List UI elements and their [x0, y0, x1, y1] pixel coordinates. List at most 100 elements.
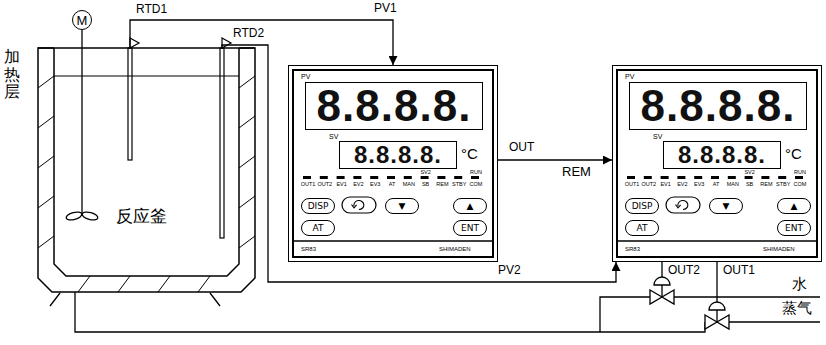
indicator-label: EV3 [694, 182, 704, 188]
indicator-label: COM [794, 182, 807, 188]
display-digits: 8.8.8.8. [354, 143, 442, 167]
indicator-label: EV3 [370, 182, 380, 188]
port-label: REM [562, 165, 591, 179]
vessel-wall [78, 276, 210, 292]
medium-label: 水 [792, 276, 807, 293]
indicator-label: STBY [452, 182, 466, 188]
model-label: SR83 [625, 246, 640, 252]
sensor-label: RTD2 [233, 27, 264, 40]
motor-label: M [77, 14, 88, 27]
brand-label: SHIMADEN [439, 246, 471, 252]
button-label: ▼ [399, 202, 406, 211]
rtd-flag [130, 38, 139, 48]
propeller-blade [81, 211, 98, 222]
indicator-label: OUT1 [301, 182, 316, 188]
button-label: ENT [785, 224, 803, 233]
display-label: PV [625, 73, 634, 80]
vessel-wall [54, 48, 239, 276]
button-label: ENT [461, 224, 479, 233]
indicator-label: REM [436, 182, 448, 188]
panel-button: ENT [777, 220, 811, 236]
vessel-wall [38, 76, 54, 248]
controller-panel [293, 70, 493, 257]
unit-label: °C [785, 146, 802, 161]
agitator [65, 30, 98, 221]
button-label: AT [637, 224, 648, 233]
sv-display: 8.8.8.8. [339, 141, 457, 169]
panel-button: DISP [301, 198, 335, 214]
vessel-outline [38, 48, 255, 293]
panel-button: ▲ [453, 198, 487, 214]
return-pipe [75, 292, 705, 332]
control-valve [650, 277, 674, 304]
vessel-label: 反应釜 [116, 208, 167, 225]
signal-label: OUT1 [723, 264, 755, 277]
signal-label: PV2 [496, 264, 523, 277]
signal-line [716, 262, 717, 302]
brand-label: SHIMADEN [763, 246, 795, 252]
model-label: SR83 [301, 246, 316, 252]
indicator-label: OUT2 [317, 182, 332, 188]
button-label: ▲ [467, 202, 474, 211]
indicator-label: OUT2 [641, 182, 656, 188]
indicator-label: SB [746, 182, 753, 188]
panel-button: AT [625, 220, 659, 236]
shaft [81, 30, 82, 214]
rtd-flag [222, 38, 231, 48]
signal-line [661, 262, 662, 277]
panel-button: ▼ [709, 198, 743, 214]
medium-label: 蒸气 [782, 300, 812, 317]
vessel-wall [38, 47, 255, 49]
control-valve [705, 302, 729, 329]
panel-button: ▲ [777, 198, 811, 214]
valve-actuator [709, 302, 725, 310]
vessel-wall [54, 76, 239, 77]
indicator-label: COM [470, 182, 483, 188]
indicator-label: EV1 [660, 182, 670, 188]
steam-pipe [729, 321, 820, 322]
indicator-label: AT [389, 182, 396, 188]
rtd-probe [128, 48, 132, 160]
water-pipe [674, 296, 820, 297]
valve-actuator [654, 277, 670, 285]
display-digits: 8.8.8.8. [317, 84, 472, 128]
motor-circle: M [72, 10, 92, 30]
propeller-blade [65, 211, 82, 222]
sv-display: 8.8.8.8. [663, 141, 781, 169]
pv-display: 8.8.8.8. [629, 82, 807, 130]
indicator-label: RUN [794, 170, 806, 176]
unit-label: °C [461, 146, 478, 161]
indicator-label: MAN [727, 182, 739, 188]
valve-stem [661, 285, 662, 297]
valve-stem [716, 310, 717, 322]
indicator-label: STBY [776, 182, 790, 188]
water-branch [600, 297, 650, 332]
display-digits: 8.8.8.8. [678, 143, 766, 167]
panel-button: ▼ [385, 198, 419, 214]
signal-label: OUT2 [668, 264, 700, 277]
indicator-label: EV1 [336, 182, 346, 188]
jacket-label: 加热层 [4, 48, 20, 101]
indicator-label: EV2 [677, 182, 687, 188]
indicator-label: REM [760, 182, 772, 188]
button-label: AT [313, 224, 324, 233]
display-digits: 8.8.8.8. [641, 84, 796, 128]
button-label: DISP [632, 202, 653, 211]
vessel-wall [239, 76, 255, 248]
vessel-wall [38, 48, 255, 292]
reactor-vessel: 反应釜 [38, 48, 255, 293]
indicator-label: RUN [470, 170, 482, 176]
indicator-label: AT [713, 182, 720, 188]
panel-button: AT [301, 220, 335, 236]
display-label: SV [653, 133, 662, 140]
button-label: ▲ [791, 202, 798, 211]
temperature-controller: PVSV°COUT1OUT2EV1EV2EV3ATMANSV2SBREMSTBY… [288, 65, 498, 262]
display-label: PV [301, 73, 310, 80]
indicator-label: EV2 [353, 182, 363, 188]
connectors [130, 20, 616, 282]
panel-button: DISP [625, 198, 659, 214]
indicator-label: SV2 [744, 170, 754, 176]
